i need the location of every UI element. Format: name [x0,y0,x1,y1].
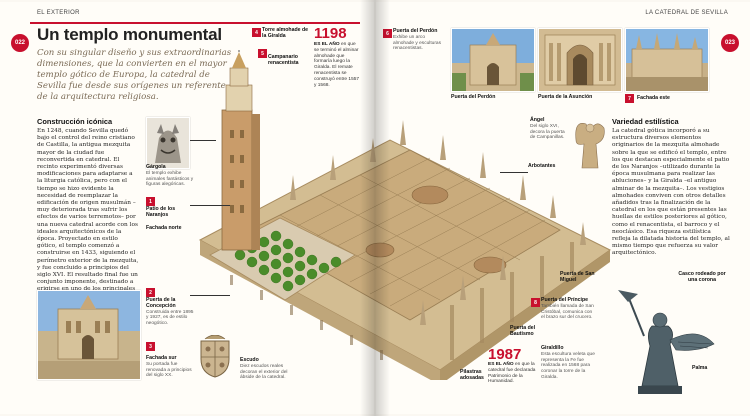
callout-angel-text: Del siglo XVI, decora la puerta de Campa… [530,123,565,141]
year-1987-label: ES EL AÑO [488,362,514,367]
callout-fachada-sur-title: Fachada sur [146,355,177,361]
callout-patio: Patio de los Naranjos [146,206,194,219]
cathedral-illustration [198,50,611,380]
callout-giraldillo-title: Giraldillo [541,345,564,351]
leader-line [190,205,230,206]
year-1198: 1198 [314,25,347,42]
badge-7: 7 [625,94,634,103]
callout-pilastras: Pilastras adosadas [460,369,486,382]
callout-campanario: Campanario renacentista [268,54,312,67]
callout-angel: Ángel Del siglo XVI, decora la puerta de… [530,117,570,141]
section-title-left: Construcción icónica [37,117,113,126]
callout-giraldillo-text: Esta escultura veleta que representa la … [541,351,595,380]
callout-san-miguel-title: Puerta de San Miguel [560,271,595,283]
badge-8: 8 [531,298,540,307]
year-1198-text: ES EL AÑO en que se terminó el alminar a… [314,42,360,88]
title-rule [30,22,360,24]
lead-text: Con su singular diseño y sus extraordina… [37,48,232,102]
badge-6: 6 [383,29,392,38]
badge-4: 4 [252,28,261,37]
perdon-photo [451,28,535,92]
callout-concepcion-title: Puerta de la Concepción [146,297,176,309]
callout-casco-title: Casco rodeado por una corona [678,271,726,283]
callout-principe: Puerta del Príncipe También llamada de S… [541,297,597,321]
photo-label-asuncion: Puerta de la Asunción [538,94,593,100]
callout-escudo-title: Escudo [240,357,259,363]
callout-palma-title: Palma [692,365,708,371]
section-title-right: Variedad estilística [612,117,679,126]
running-header-right: LA CATEDRAL DE SEVILLA [645,10,728,16]
badge-3: 3 [146,342,155,351]
section-text-left: En 1248, cuando Sevilla quedó bajo el co… [37,128,139,300]
callout-torre-title: Torre almohade de la Giralda [262,27,309,39]
callout-pilastras-title: Pilastras adosadas [460,369,484,381]
year-1987-desc: en que la catedral fue declarada Patrimo… [488,362,536,385]
callout-perdon-title: Puerta del Perdón [393,28,438,34]
callout-patio-title: Patio de los Naranjos [146,206,176,218]
page-number-right: 023 [721,34,739,52]
callout-concepcion-text: Construida entre 1895 y 1927, es de esti… [146,309,194,327]
callout-angel-title: Ángel [530,117,545,123]
photo-label-fachada-este: Fachada este [637,95,670,101]
year-1198-label: ES EL AÑO [314,42,340,47]
callout-perdon: Puerta del Perdón Exhibe un arco almohad… [393,28,441,52]
year-1198-desc: en que se terminó el alminar almohade qu… [314,42,360,88]
callout-principe-text: También llamada de San Cristóbal, comuni… [541,303,594,321]
running-header-left: EL EXTERIOR [37,10,80,16]
photo-label-perdon: Puerta del Perdón [451,94,496,100]
callout-fachada-norte-title: Fachada norte [146,225,182,231]
callout-gargola-title: Gárgola [146,164,166,170]
gargoyle-image [146,117,190,169]
callout-fachada-sur-text: Su portada fue renovada a principios del… [146,361,192,379]
giraldillo-statue [618,290,715,394]
year-1987: 1987 [488,346,522,363]
callout-casco: Casco rodeado por una corona [676,271,728,284]
callout-arbotantes: Arbotantes [528,163,568,170]
callout-escudo: Escudo Diez escudos reales decoran el ex… [240,357,290,381]
shield-image [200,335,230,378]
right-column: Variedad estilística La catedral gótica … [612,117,730,258]
callout-gargola: Gárgola El templo exhibe animales fantás… [146,164,194,188]
callout-perdon-text: Exhibe un arco almohade y esculturas ren… [393,34,441,52]
leader-line [500,172,528,173]
year-1987-text: ES EL AÑO en que la catedral fue declara… [488,362,540,385]
callout-arbotantes-title: Arbotantes [528,163,556,169]
concepcion-photo [37,290,141,380]
callout-fachada-sur: Fachada sur Su portada fue renovada a pr… [146,355,192,379]
callout-escudo-text: Diez escudos reales decoran el exterior … [240,363,288,381]
leader-line [190,140,216,141]
fachada-este-photo [625,28,709,92]
badge-5: 5 [258,49,267,58]
badge-2: 2 [146,288,155,297]
page-title: Un templo monumental [37,25,222,44]
asuncion-photo [538,28,622,92]
callout-concepcion: Puerta de la Concepción Construida entre… [146,297,194,327]
section-text-right: La catedral gótica incorporó a su estruc… [612,128,730,257]
callout-fachada-norte: Fachada norte [146,225,194,232]
callout-principe-title: Puerta del Príncipe [541,297,588,303]
callout-bautismo-title: Puerta del Bautismo [510,325,536,337]
left-column: Construcción icónica En 1248, cuando Sev… [37,117,139,301]
callout-torre: Torre almohade de la Giralda [262,27,312,40]
callout-giraldillo: Giraldillo Esta escultura veleta que rep… [541,345,595,381]
callout-bautismo: Puerta del Bautismo [510,325,540,338]
callout-san-miguel: Puerta de San Miguel [560,271,608,284]
badge-1: 1 [146,197,155,206]
callout-campanario-title: Campanario renacentista [268,54,299,66]
callout-gargola-text: El templo exhibe animales fantásticos y … [146,170,194,188]
leader-line [190,295,230,296]
callout-palma: Palma [692,365,708,372]
page-number-left: 022 [11,34,29,52]
angel-image [575,123,605,169]
